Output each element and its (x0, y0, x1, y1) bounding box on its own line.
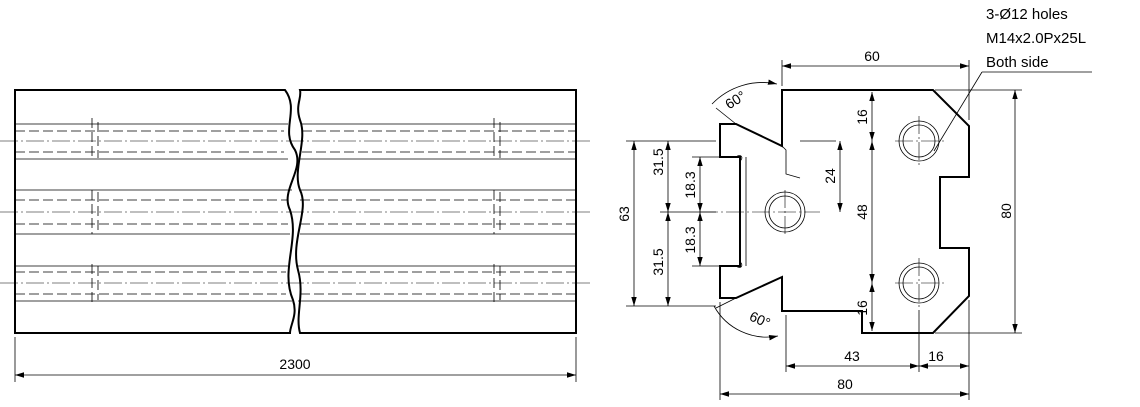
dim-lower-18-3-label: 18.3 (682, 226, 698, 253)
dim-bottom-16-label: 16 (854, 300, 870, 316)
dim-right-height: 80 (935, 89, 1022, 334)
dim-48-label: 48 (854, 204, 870, 220)
dim-31-5: 31.5 31.5 (650, 141, 716, 306)
side-view-right-outline (295, 89, 577, 334)
dim-right-height-label: 80 (998, 203, 1014, 219)
dim-upper-18-3-label: 18.3 (682, 171, 698, 198)
dim-48: 48 (854, 141, 875, 283)
section-profile-outline (719, 89, 970, 334)
dim-top-width-label: 60 (864, 48, 880, 64)
note-line-2: M14x2.0Px25L (986, 30, 1086, 47)
dim-16-vertical: 16 16 (854, 92, 875, 331)
section-centerlines (700, 116, 945, 308)
dim-angle-bottom: 60° (713, 297, 779, 341)
dim-angle-top: 60° (711, 79, 778, 125)
dim-bottom-right-16-label: 16 (928, 348, 944, 364)
side-view: 2300 (0, 89, 590, 382)
dim-bottom-80: 80 (719, 302, 969, 400)
dim-angle-top-label: 60° (722, 87, 748, 112)
dim-lower-31-5-label: 31.5 (650, 248, 666, 275)
note-line-1: 3-Ø12 holes (986, 6, 1068, 23)
dim-bottom-43-16: 43 16 (785, 300, 970, 400)
dim-top-width: 60 (781, 48, 970, 120)
dim-upper-31-5-label: 31.5 (650, 148, 666, 175)
side-view-channels-right (298, 123, 576, 302)
side-view-centerlines (0, 140, 590, 284)
dim-top-16-label: 16 (854, 109, 870, 125)
dim-bottom-80-label: 80 (837, 376, 853, 392)
side-view-left-outline (14, 89, 299, 334)
section-view: 60 80 63 31.5 31.5 (616, 6, 1092, 400)
dim-43-label: 43 (844, 348, 860, 364)
section-profile-details (735, 123, 801, 299)
dim-total-63-label: 63 (616, 206, 632, 222)
dim-24-label: 24 (822, 168, 838, 184)
dim-18-3: 18.3 18.3 (682, 156, 736, 267)
dim-24: 24 (800, 140, 843, 212)
dim-total-63: 63 (616, 140, 716, 307)
dim-angle-bottom-label: 60° (747, 308, 773, 331)
dim-length-label: 2300 (279, 356, 310, 372)
note-line-3: Both side (986, 54, 1049, 71)
hole-note: 3-Ø12 holes M14x2.0Px25L Both side (933, 6, 1092, 152)
side-view-hidden-lines (15, 118, 576, 302)
dim-length: 2300 (14, 337, 577, 382)
side-view-channels-left (15, 123, 292, 302)
